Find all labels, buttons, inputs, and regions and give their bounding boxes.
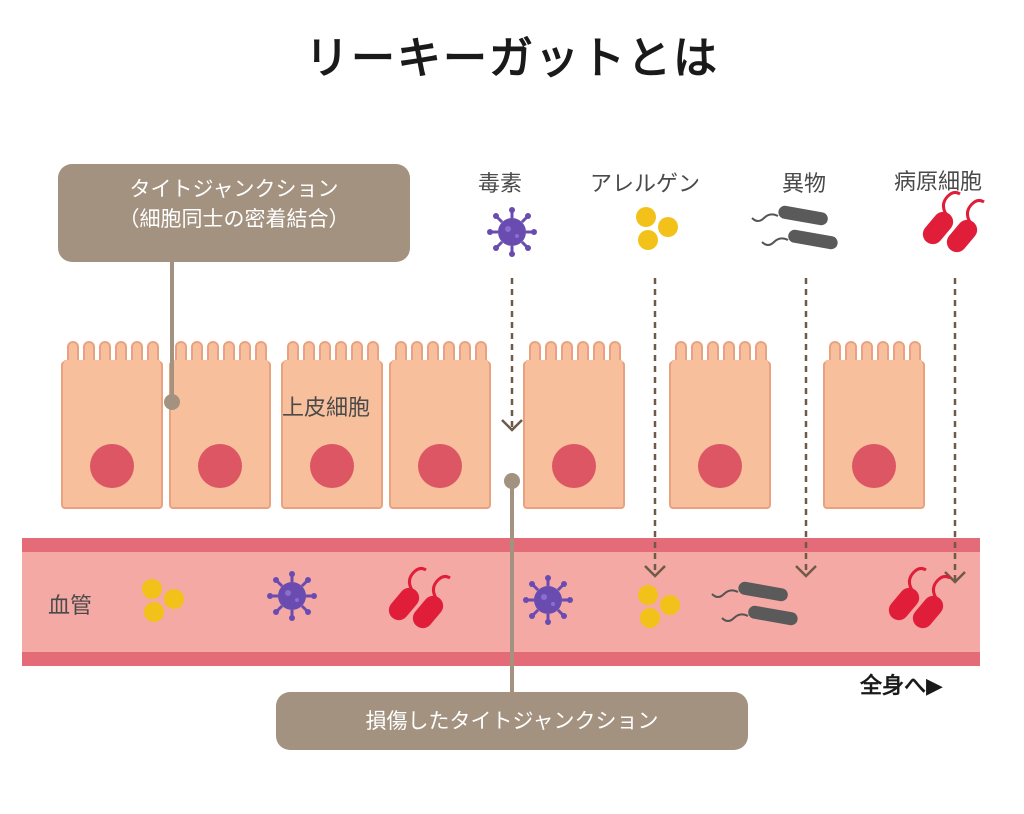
toxin-label: 毒素 [478,172,523,197]
epithelial-cell [61,341,163,509]
gray-rod-icon [751,203,840,252]
blood-vessel [22,538,980,666]
epithelial-cell [169,341,271,509]
blood-vessel-label: 血管 [48,594,93,619]
virus-icon [265,569,319,623]
callout-line-2: （細胞同士の密着結合） [118,207,350,232]
epithelial-cell [669,341,771,509]
virus-icon [485,205,539,259]
tight-junction-callout: タイトジャンクション （細胞同士の密着結合） [58,164,410,262]
red-bacteria-icon [917,190,986,258]
arrow-heads [501,419,966,584]
yellow-dots-icon [636,207,678,250]
entry-arrows [510,278,957,580]
epithelial-cell [823,341,925,509]
epithelial-cells [61,341,925,509]
damaged-junction-callout: 損傷したタイトジャンクション [276,692,748,750]
epithelial-cell [389,341,491,509]
pathogen-label: 病原細胞 [894,170,983,195]
foreign-label: 異物 [782,172,827,197]
epithelial-cell [281,341,383,509]
epithelial-cell [523,341,625,509]
tight-junction-dot [164,394,180,410]
allergen-label: アレルゲン [590,172,701,197]
epithelial-label: 上皮細胞 [282,396,371,421]
callout-line-1: タイトジャンクション [129,177,339,201]
virus-icon [521,573,575,627]
to-body-label: 全身へ▶ [860,674,943,699]
page-title: リーキーガットとは [305,33,719,84]
damaged-junction-dot [504,473,520,489]
damaged-junction-label: 損傷したタイトジャンクション [365,709,659,733]
